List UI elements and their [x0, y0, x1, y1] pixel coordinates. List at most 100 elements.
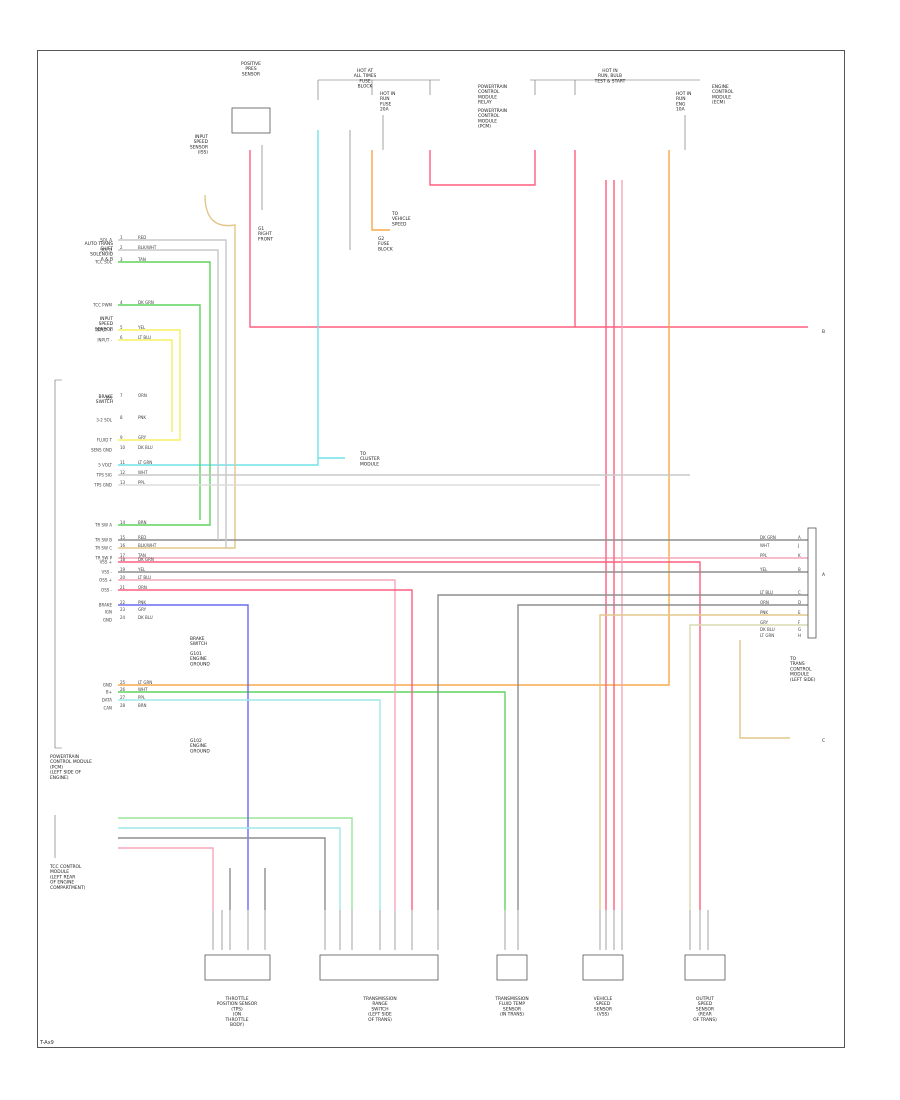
wire-yellow-1: [118, 329, 181, 441]
label-line: POSITIVE: [241, 61, 261, 67]
pin-function: TR SW C: [94, 546, 112, 551]
pin-function: DATA: [102, 698, 113, 703]
label-line: RELAY: [478, 100, 492, 106]
label-line: CONTROL: [790, 666, 812, 672]
label-line: TO: [359, 451, 367, 457]
label-line: CONTROL: [712, 89, 734, 95]
wire-lgreen-1: [118, 817, 353, 910]
pin-number: 9: [120, 435, 123, 440]
label-line: (LEFT SIDE OF: [50, 770, 82, 776]
right-pin: F: [798, 620, 801, 625]
label-line: ALL TIMES: [354, 73, 377, 79]
pin-number: 28: [120, 703, 126, 708]
label-line: FUSE: [378, 241, 390, 247]
wire-color-code: BRN: [138, 703, 147, 708]
label-line: 20A: [380, 107, 389, 113]
pin-function: TR SW B: [94, 538, 112, 543]
wire-color-code: LT GRN: [138, 460, 152, 465]
figure-id: T-Ax9: [40, 1040, 54, 1046]
label-line: G2: [378, 236, 384, 242]
label-line: A: [822, 572, 825, 578]
wire-color-code: PPL: [138, 480, 146, 485]
vss-component: [582, 954, 624, 981]
label-line: CONTROL MODULE: [50, 759, 92, 765]
label-line: POWERTRAIN: [478, 108, 507, 114]
pin-function: OSS -: [101, 588, 112, 593]
label-line: POSITION SENSOR: [217, 1001, 257, 1007]
label-line: SPEED: [392, 221, 407, 227]
label-line: CLUSTER: [360, 456, 380, 462]
wire-color-code: BLK/WHT: [138, 245, 157, 250]
diagram-frame: [37, 50, 845, 1048]
label-line: (LEFT REAR: [50, 874, 75, 880]
pin-function: INPUT -: [97, 338, 112, 343]
connector-stubs: [212, 910, 709, 950]
label-line: INPUT: [195, 134, 208, 140]
pin-number: 24: [120, 615, 126, 620]
label-line: (VSS): [597, 1012, 609, 1018]
wire-color-code: LT BLU: [138, 335, 151, 340]
label-line: HOT IN: [602, 68, 617, 74]
wire-blue: [118, 604, 249, 910]
pin-number: 21: [120, 585, 126, 590]
wire-color-code: BRN: [138, 520, 147, 525]
label-line: OF TRANS): [693, 1017, 717, 1023]
wire-color-code: DK BLU: [138, 615, 153, 620]
pin-function: INPUT +: [95, 328, 112, 333]
pin-function: SOL A: [100, 238, 112, 243]
pin-function: TCC SOL: [94, 260, 113, 265]
pin-number: 26: [120, 687, 126, 692]
label-line: RUN: [676, 96, 686, 102]
label-line: (LEFT SIDE: [368, 1012, 392, 1018]
wire-color-code: YEL: [137, 325, 146, 330]
wire-color-code: GRY: [138, 607, 147, 612]
wire-cyan: [118, 130, 319, 466]
label-line: (PCM): [478, 124, 491, 130]
pin-number: 17: [120, 553, 126, 558]
right-pin: E: [798, 610, 801, 615]
range-switch-component: [319, 954, 439, 981]
label-line: ENG: [676, 101, 686, 107]
label-line: SPEED: [194, 139, 209, 145]
label-line: HOT IN: [380, 91, 395, 97]
wire-color-code: YEL: [137, 567, 146, 572]
wire-orange-2: [371, 150, 390, 231]
wire-color-code: ORN: [138, 585, 147, 590]
right-wire-code: PNK: [760, 610, 768, 615]
label-line: CONTROL: [478, 89, 500, 95]
label-line: SOLENOID: [90, 251, 113, 257]
label-line: ENGINE: [712, 84, 729, 90]
wire-lcyan-1: [118, 699, 381, 910]
right-pin: G: [798, 627, 801, 632]
label-line: COMPARTMENT): [50, 885, 86, 891]
label-line: ENGINE: [190, 743, 207, 749]
label-line: TO: [789, 656, 797, 662]
label-line: TO: [391, 211, 399, 217]
right-pin: J: [797, 543, 799, 548]
